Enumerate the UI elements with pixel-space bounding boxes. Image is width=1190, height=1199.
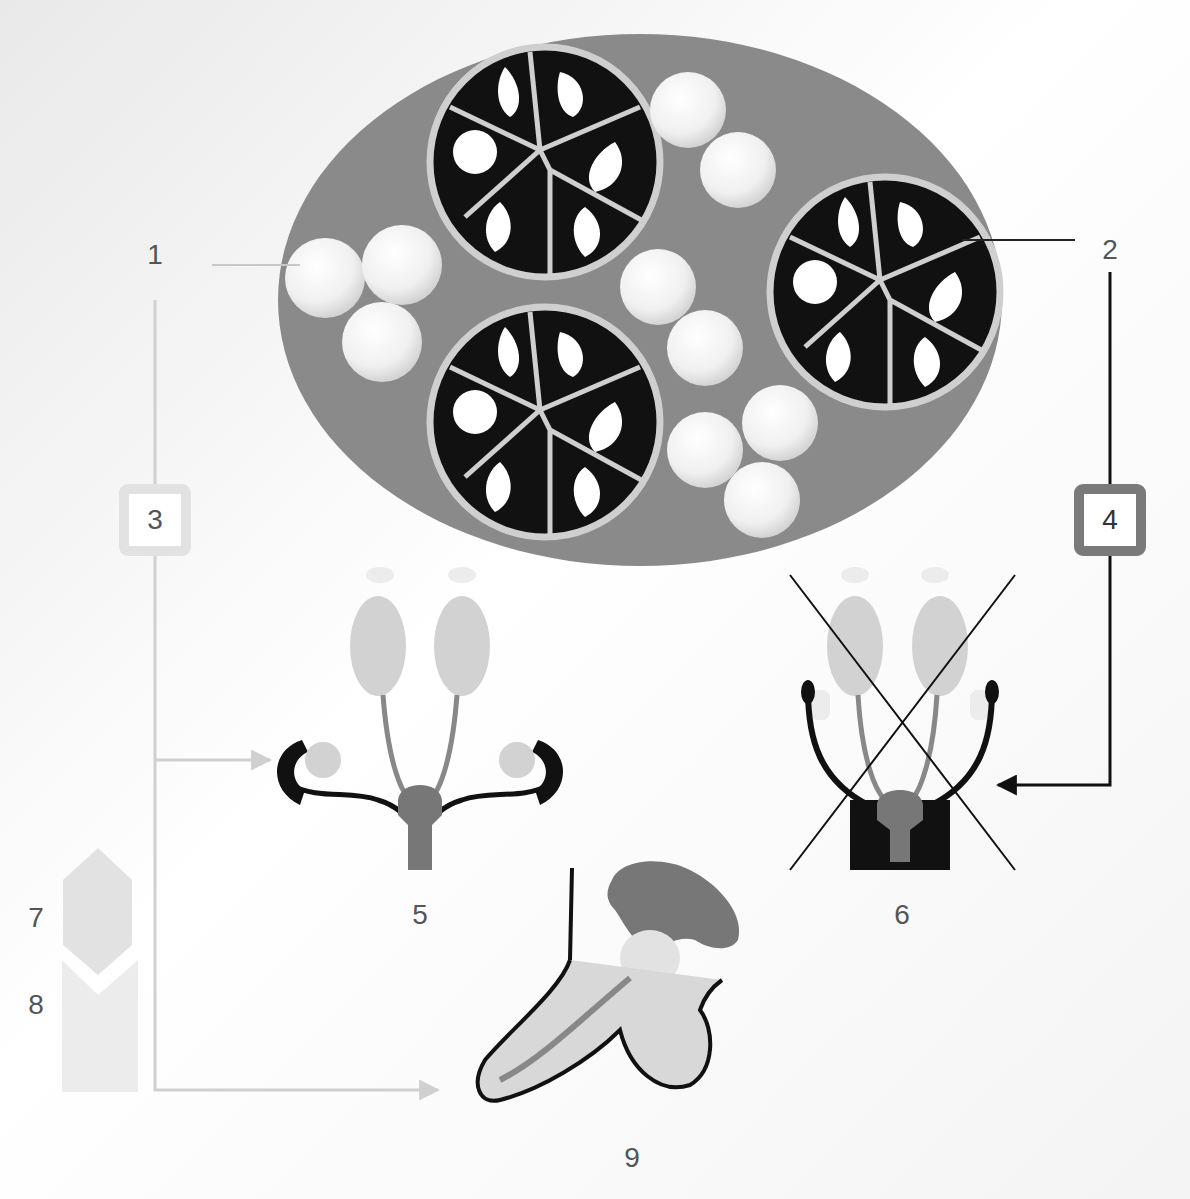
enzyme-blocks xyxy=(62,848,138,1092)
pathway-line-left xyxy=(155,300,438,1090)
callout-number: 2 xyxy=(1102,236,1118,264)
hormone-box: 3 xyxy=(119,484,191,556)
hormone-box: 4 xyxy=(1074,484,1146,556)
box-number: 4 xyxy=(1102,506,1118,534)
external-genitalia xyxy=(478,861,739,1100)
callout-number: 5 xyxy=(412,901,428,929)
regressing-tract xyxy=(790,567,1015,870)
box-number: 3 xyxy=(147,506,163,534)
callout-number: 7 xyxy=(28,904,44,932)
leader-line xyxy=(212,240,1075,265)
callout-number: 8 xyxy=(28,991,44,1019)
callout-number: 6 xyxy=(894,901,910,929)
callout-number: 1 xyxy=(147,241,163,269)
male-internal-tract xyxy=(277,567,563,870)
callout-number: 9 xyxy=(624,1144,640,1172)
testis-section xyxy=(278,34,1002,566)
